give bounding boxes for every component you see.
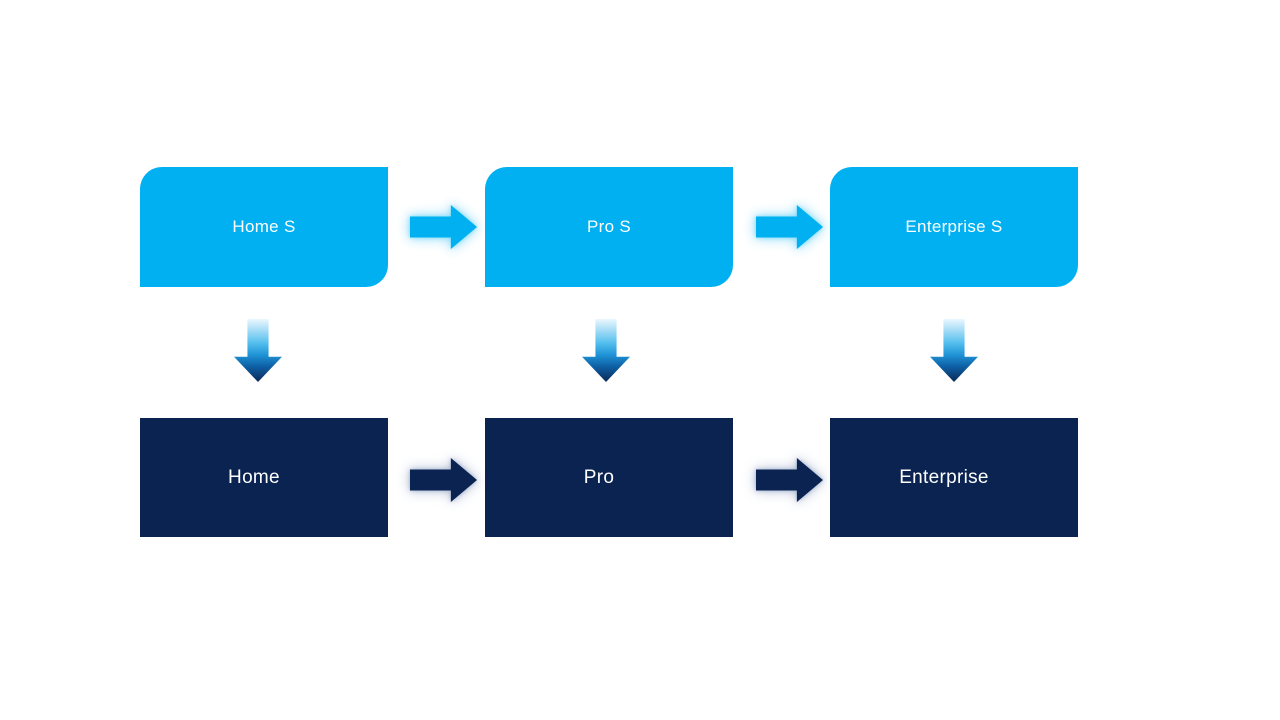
right-arrow-shape [756, 205, 823, 249]
right-arrow-shape [756, 458, 823, 502]
right-arrow-icon [756, 205, 823, 249]
node-home-s: Home S [140, 167, 388, 287]
right-arrow-icon [410, 458, 477, 502]
right-arrow-shape [410, 458, 477, 502]
down-arrow-icon [930, 319, 978, 382]
node-pro-label: Pro [583, 466, 615, 488]
node-home: Home [140, 418, 388, 537]
node-enterprise: Enterprise [830, 418, 1078, 537]
down-arrow-icon [234, 319, 282, 382]
down-arrow-shape [930, 319, 978, 382]
node-pro-s: Pro S [485, 167, 733, 287]
node-home-label: Home [228, 466, 280, 488]
right-arrow-icon [756, 458, 823, 502]
right-arrow-icon [410, 205, 477, 249]
node-pro: Pro [485, 418, 733, 537]
right-arrow-shape [410, 205, 477, 249]
node-enterprise-s-label: Enterprise S [905, 217, 1003, 236]
node-enterprise-s: Enterprise S [830, 167, 1078, 287]
down-arrow-shape [582, 319, 630, 382]
down-arrow-shape [234, 319, 282, 382]
node-home-s-label: Home S [232, 217, 296, 236]
down-arrow-icon [582, 319, 630, 382]
node-enterprise-label: Enterprise [899, 466, 989, 488]
node-pro-s-label: Pro S [586, 217, 632, 236]
